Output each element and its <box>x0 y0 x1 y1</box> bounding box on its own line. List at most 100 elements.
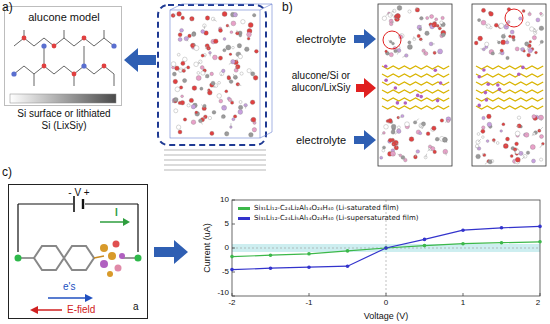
data-marker <box>346 249 350 253</box>
atom <box>181 95 184 98</box>
bond <box>245 105 246 108</box>
atom <box>476 154 481 159</box>
bond <box>508 22 509 24</box>
atom <box>227 76 231 80</box>
atom <box>435 18 438 21</box>
contact-atom <box>15 255 22 262</box>
tick-label: -1 <box>305 298 312 307</box>
bond <box>507 39 508 43</box>
atom <box>200 66 204 70</box>
bond <box>415 119 419 123</box>
atom <box>251 117 256 122</box>
atom <box>475 144 478 147</box>
tick-label: 5 <box>225 219 229 228</box>
atom <box>391 124 396 129</box>
atom <box>222 69 226 73</box>
cluster-atom <box>108 252 116 260</box>
atom <box>426 132 430 136</box>
atom <box>229 53 232 56</box>
atom <box>385 50 388 53</box>
atom <box>509 35 512 38</box>
panel-label: alucone/Si or alucon/LixSiy <box>290 70 352 93</box>
atom <box>200 87 203 90</box>
node-text: e's <box>63 281 75 293</box>
atom <box>536 18 540 22</box>
atom <box>225 132 229 136</box>
atom <box>535 51 538 54</box>
bond <box>398 154 401 155</box>
atom <box>419 132 422 135</box>
bond <box>227 26 230 27</box>
atom <box>405 122 410 127</box>
bond <box>382 133 384 135</box>
bond <box>535 30 537 33</box>
atom <box>238 55 242 59</box>
bond <box>213 19 217 21</box>
atom <box>188 34 192 38</box>
atom <box>179 69 182 72</box>
data-marker <box>269 266 273 270</box>
atom <box>389 22 393 26</box>
atom <box>422 49 426 53</box>
atom <box>540 158 543 161</box>
panel-label: electrolyte <box>296 134 346 147</box>
silicon-lattice <box>164 155 266 156</box>
bond <box>540 144 543 148</box>
bond <box>435 52 436 53</box>
lithium-atom <box>384 78 388 82</box>
alucone-chain <box>14 66 114 74</box>
atom <box>382 16 386 20</box>
atom <box>501 40 506 45</box>
atom <box>420 17 424 21</box>
tick-label: 2 <box>536 298 540 307</box>
atom <box>217 94 222 99</box>
data-marker <box>269 253 273 257</box>
atom <box>388 138 392 142</box>
atom <box>486 24 490 28</box>
bond <box>253 14 255 15</box>
atom <box>408 10 411 13</box>
atom <box>250 100 255 105</box>
legend-entry: Si₃₁Li₁₂-C₂₄Li₂Al₁₄O₂₄H₄₀ (Li-saturated … <box>238 204 399 212</box>
tick-label: 10 <box>220 195 229 204</box>
atom <box>482 136 485 139</box>
silicon-slab <box>382 82 449 85</box>
atom <box>433 51 436 54</box>
atom <box>177 53 180 56</box>
atom <box>210 72 214 76</box>
atom <box>203 104 206 107</box>
bond <box>493 140 495 143</box>
atom <box>194 46 199 51</box>
bond <box>423 53 426 54</box>
atom <box>382 149 385 152</box>
atom <box>223 49 226 52</box>
atom <box>438 27 441 30</box>
atom <box>176 125 180 129</box>
atom <box>197 72 200 75</box>
bond <box>236 59 237 63</box>
silicon-slab <box>382 90 449 93</box>
atom <box>415 8 419 12</box>
atom <box>533 133 536 136</box>
lithium-atom <box>404 101 408 105</box>
atom <box>391 151 396 156</box>
cluster-atom <box>113 241 120 248</box>
aluminium-atom <box>111 43 116 48</box>
plot-frame <box>232 200 540 296</box>
atom <box>487 114 492 119</box>
atom <box>532 36 536 40</box>
aluminium-atom <box>81 63 86 68</box>
atom <box>171 62 176 67</box>
data-marker <box>384 246 388 250</box>
oxygen-atom <box>22 36 27 41</box>
atom <box>187 104 190 107</box>
atom <box>232 118 235 121</box>
atom <box>407 44 412 49</box>
bond <box>423 50 425 51</box>
bond <box>224 106 225 108</box>
highlight-circle <box>505 9 523 27</box>
atom <box>510 155 513 158</box>
panel-label: a) <box>2 1 13 15</box>
atom <box>247 69 251 73</box>
atom <box>204 115 208 119</box>
